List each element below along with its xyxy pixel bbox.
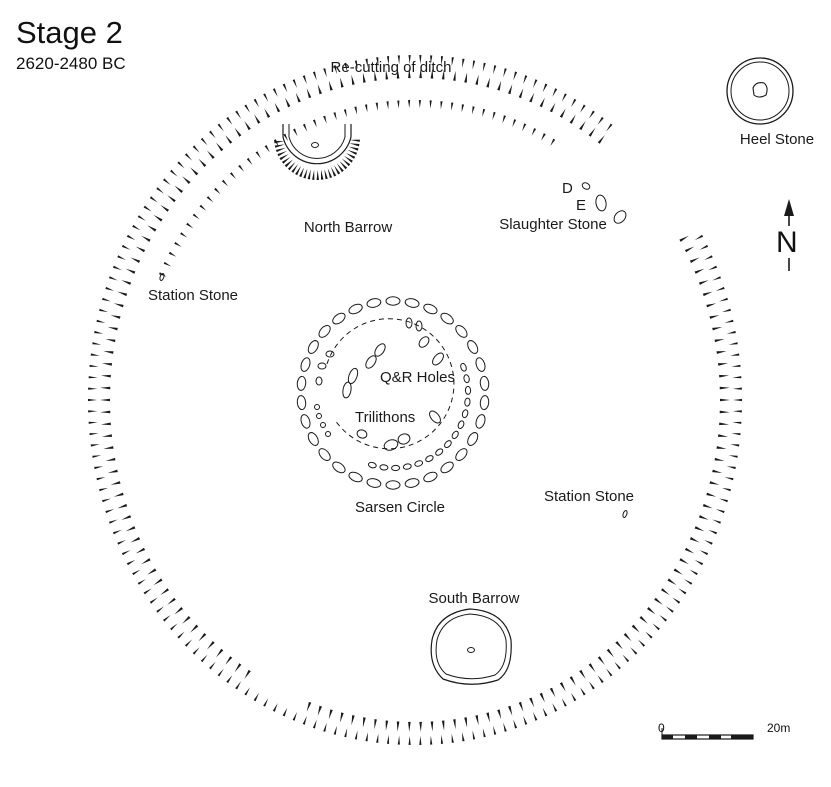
sarsen-circle-label: Sarsen Circle (354, 499, 446, 516)
north-barrow (274, 124, 360, 180)
scale-start-label: 0 (658, 721, 665, 735)
station-stone-se-label: Station Stone (543, 488, 635, 505)
station-stone-nw-label: Station Stone (147, 287, 239, 304)
outer-ditch-hachures (88, 55, 742, 745)
heel-stone-enclosure (726, 57, 794, 125)
sarsen-monument (296, 296, 490, 490)
trilithons-label: Trilithons (355, 409, 416, 426)
qr-holes-label: Q&R Holes (380, 369, 456, 386)
recut-ditch-hachures (159, 100, 556, 277)
station-stone-nw-marker (159, 273, 165, 281)
scale-bar (661, 728, 754, 740)
trilithon-stones (314, 317, 444, 451)
station-stone-se-marker (622, 510, 628, 518)
bluestone-ring (367, 362, 472, 472)
recut-ditch-label: Re-cutting of ditch (330, 59, 452, 76)
sarsen-circle-stones (296, 296, 490, 490)
figure-subtitle: 2620-2480 BC (16, 54, 126, 73)
scale-end-label: 20m (767, 721, 791, 735)
qr-holes-arc (326, 318, 455, 450)
stone-d-label: D (562, 180, 573, 197)
south-barrow-label: South Barrow (428, 590, 520, 607)
north-arrow-icon (784, 199, 794, 271)
stone-e-label: E (576, 197, 587, 214)
figure-title: Stage 2 (16, 15, 123, 50)
north-barrow-label: North Barrow (303, 219, 393, 236)
heel-stone-label: Heel Stone (739, 131, 815, 148)
slaughter-stone-label: Slaughter Stone (499, 216, 607, 233)
entrance-stones (581, 182, 627, 224)
inner-ditch-hachures (100, 68, 730, 732)
south-barrow (430, 608, 512, 685)
north-letter: N (776, 226, 798, 259)
